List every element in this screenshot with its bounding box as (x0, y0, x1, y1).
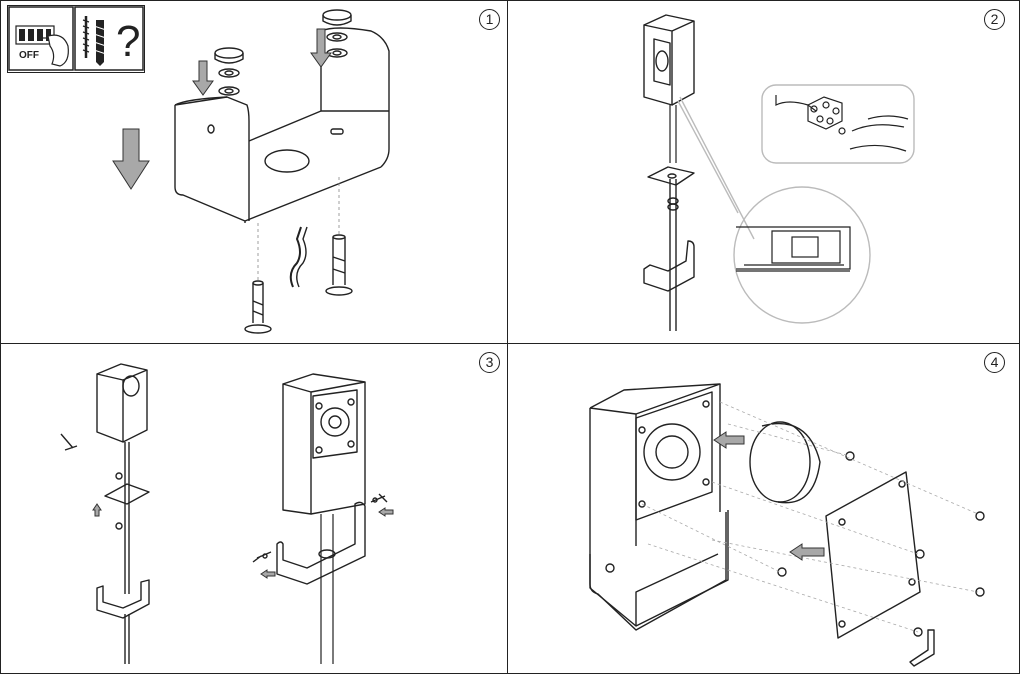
step-3-panel: 3 (0, 343, 508, 674)
circuit-breaker-icon (8, 6, 74, 71)
bracket-mounting-drawing (112, 9, 390, 334)
step-1-panel: 1 OFF ? (0, 0, 508, 344)
wiring-drawing (643, 14, 915, 331)
step-1-number: 1 (479, 9, 500, 30)
step-4-number: 4 (984, 352, 1005, 373)
svg-text:?: ? (116, 17, 140, 64)
step-3-number: 3 (479, 352, 500, 373)
step-2-number: 2 (984, 9, 1005, 30)
fixing-housing-drawing (60, 363, 394, 664)
off-label: OFF (19, 50, 39, 61)
step-4-panel: 4 (507, 343, 1020, 674)
warning-icons-box: OFF ? (7, 5, 145, 73)
cover-assembly-drawing (589, 383, 985, 667)
drill-and-screws-icon (74, 6, 144, 71)
step-2-panel: 2 (507, 0, 1020, 344)
question-mark-icon: ? (116, 17, 140, 64)
